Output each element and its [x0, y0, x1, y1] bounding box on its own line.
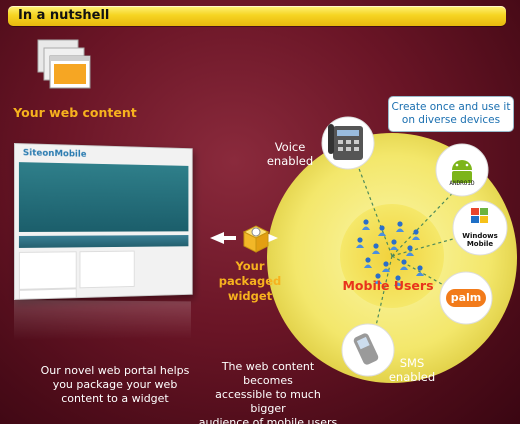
user-icon — [406, 245, 414, 256]
portal-description: Our novel web portal helps you package y… — [40, 364, 190, 406]
packaged-widget-label: Your packaged widget — [215, 259, 285, 304]
android-icon — [435, 143, 489, 197]
windows-line-1: Windows — [462, 232, 498, 240]
user-icon — [400, 259, 408, 270]
web-content-label: Your web content — [13, 105, 137, 120]
user-icon — [416, 265, 424, 276]
packaged-line-1: Your — [235, 259, 265, 273]
user-icon — [364, 257, 372, 268]
window-stack-icon — [37, 39, 91, 89]
palm-label: palm — [450, 291, 482, 304]
create-once-line-1: Create once and use it — [391, 101, 511, 113]
website-screenshot: SiteonMobile — [14, 143, 193, 300]
packaged-line-3: widget — [227, 289, 273, 303]
user-icon — [390, 239, 398, 250]
user-icon — [378, 225, 386, 236]
voice-label: Voice enabled — [250, 140, 330, 168]
title-bar: In a nutshell — [8, 6, 506, 26]
portal-desc-line-3: content to a widget — [61, 392, 169, 405]
sms-line-1: SMS — [399, 356, 425, 370]
mobile-users-label: Mobile Users — [342, 278, 434, 293]
sms-label: SMS enabled — [372, 356, 452, 384]
windows-mobile-icon — [452, 200, 508, 256]
voice-line-1: Voice — [274, 140, 306, 154]
user-icon — [382, 261, 390, 272]
windows-line-2: Mobile — [466, 240, 494, 248]
content-desc-line-3: audience of mobile users — [198, 416, 338, 424]
palm-icon — [439, 271, 493, 325]
user-icon — [412, 229, 420, 240]
user-icons — [356, 219, 424, 286]
create-once-line-2: on diverse devices — [401, 114, 501, 126]
android-label: ANDROID — [449, 180, 475, 187]
content-desc-line-2: accessible to much bigger — [215, 388, 321, 415]
site-hero-banner — [18, 162, 189, 232]
create-once-callout: Create once and use it on diverse device… — [388, 96, 514, 132]
site-columns — [18, 250, 188, 300]
widget-box-icon — [242, 225, 270, 253]
website-reflection — [14, 300, 191, 340]
portal-desc-line-2: you package your web — [52, 378, 178, 391]
site-nav-tabs — [18, 235, 189, 248]
sms-line-2: enabled — [388, 370, 436, 384]
site-logo: SiteonMobile — [22, 148, 87, 160]
content-description: The web content becomes accessible to mu… — [198, 360, 338, 424]
user-icon — [362, 219, 370, 230]
packaged-line-2: packaged — [218, 274, 282, 288]
user-icon — [394, 275, 402, 286]
voice-line-2: enabled — [266, 154, 314, 168]
user-icon — [396, 221, 404, 232]
flip-phone-icon — [341, 323, 395, 377]
user-icon — [372, 243, 380, 254]
content-desc-line-1: The web content becomes — [221, 360, 315, 387]
portal-desc-line-1: Our novel web portal helps — [40, 364, 190, 377]
user-icon — [374, 273, 382, 284]
windows-mobile-label: Windows Mobile — [460, 232, 500, 248]
user-icon — [356, 237, 364, 248]
desk-phone-icon — [321, 116, 375, 170]
page-title: In a nutshell — [18, 8, 110, 23]
